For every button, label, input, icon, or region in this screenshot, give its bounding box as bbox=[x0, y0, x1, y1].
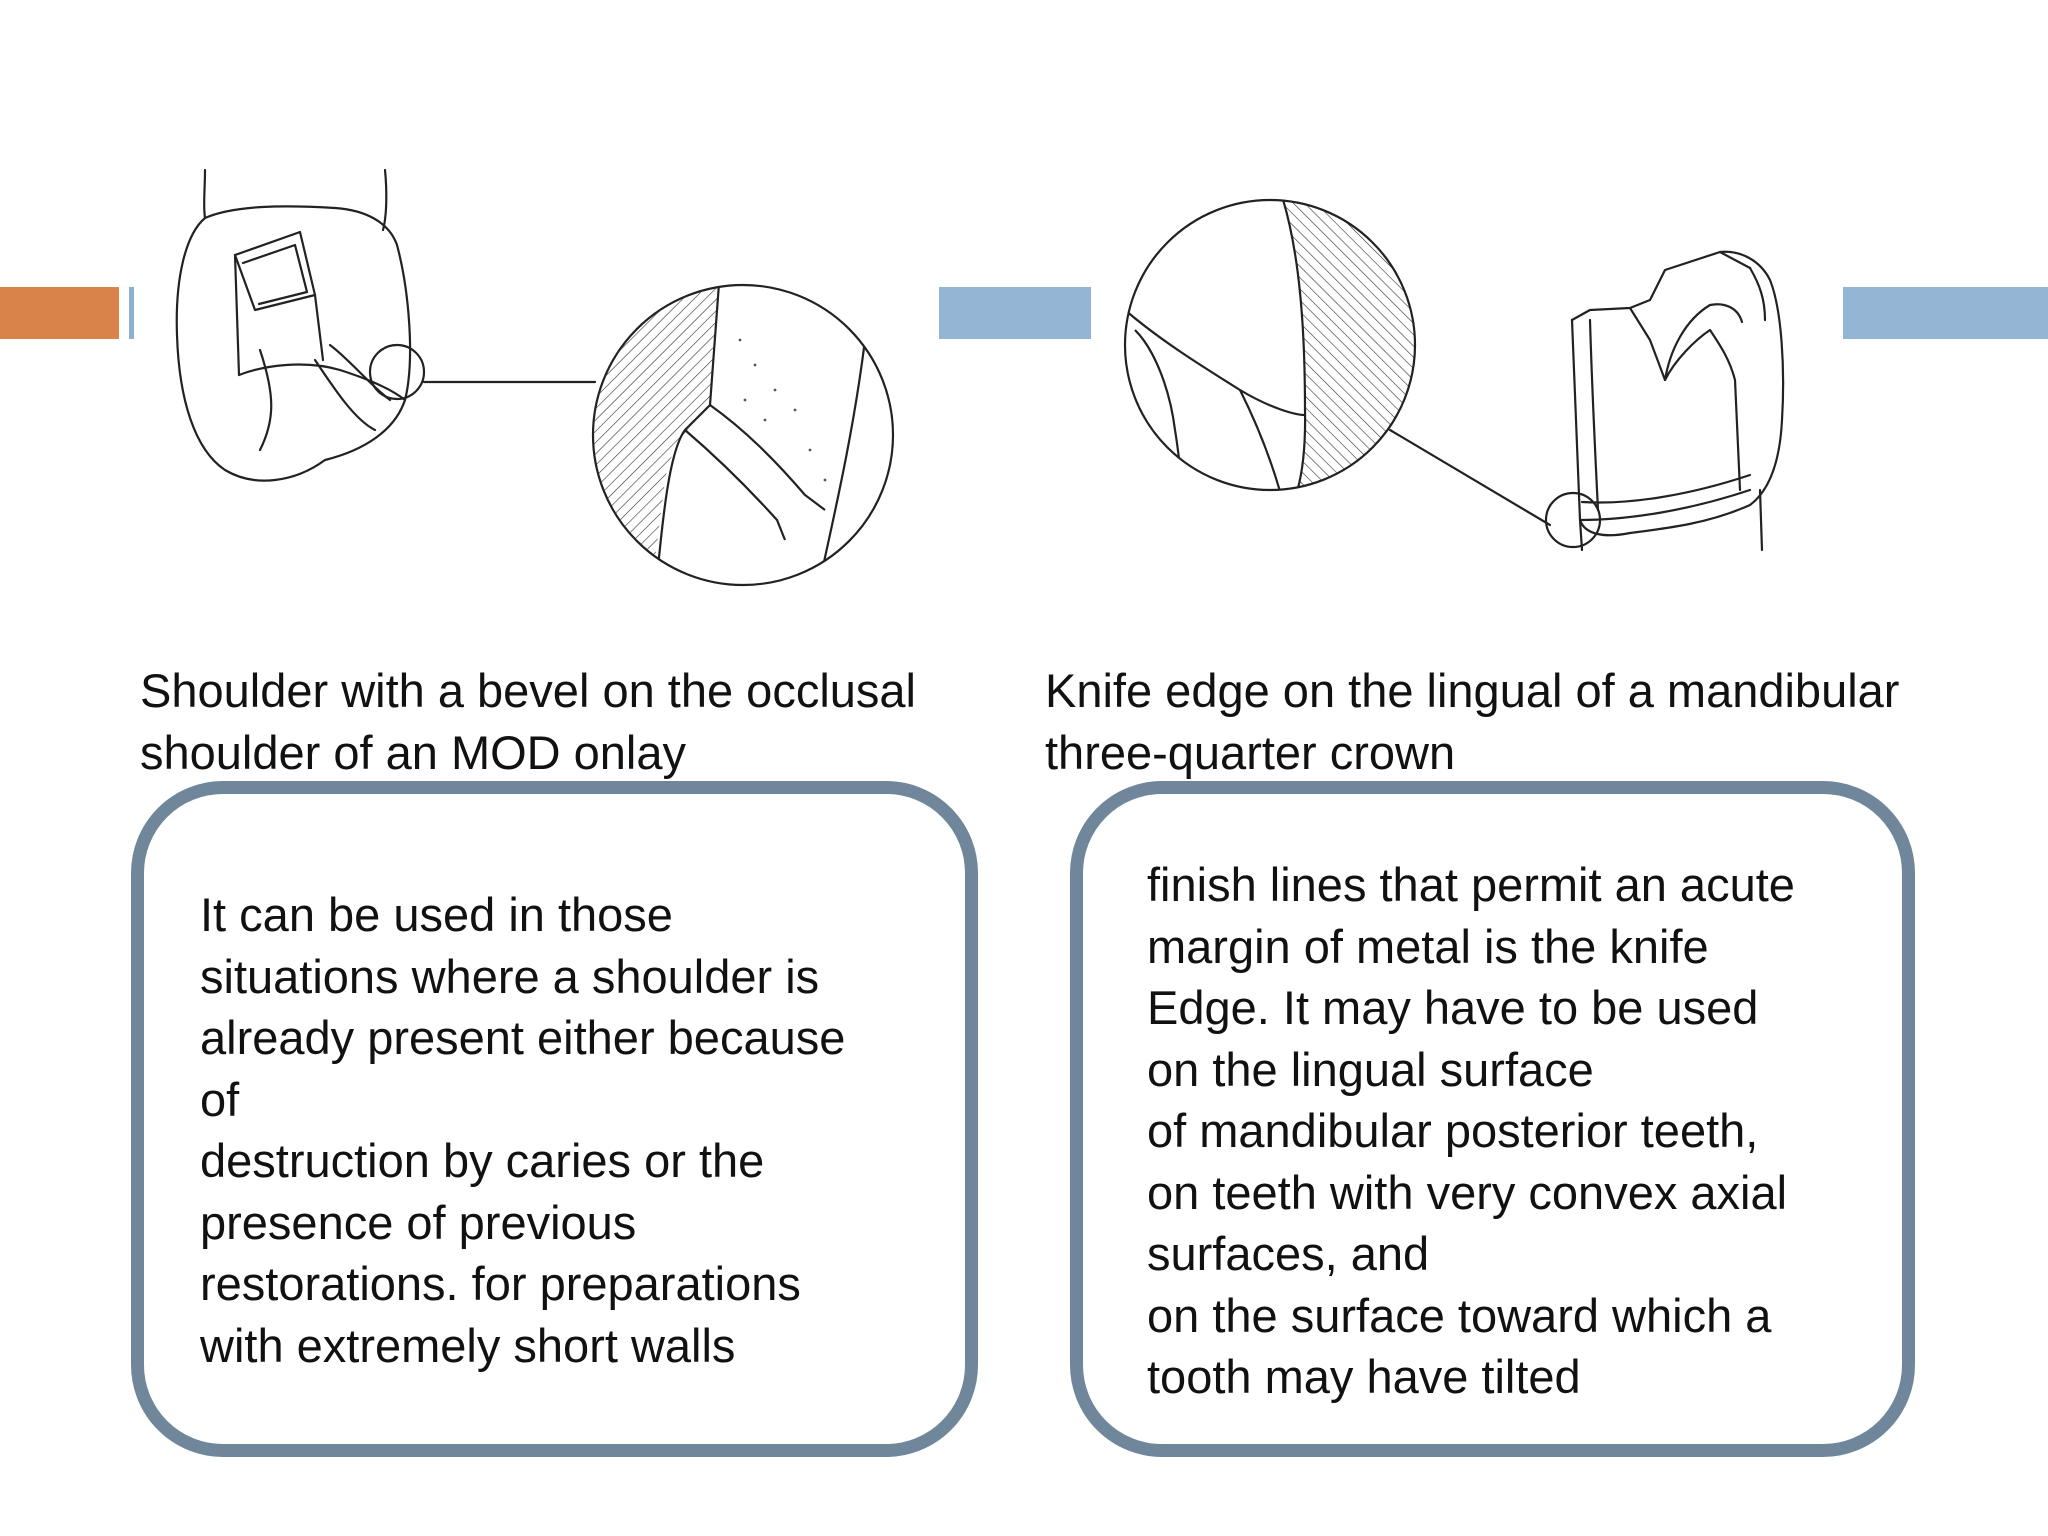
onlay-shoulder-bevel-illustration bbox=[165, 160, 910, 620]
left-description-box: It can be used in those situations where… bbox=[131, 781, 978, 1457]
knife-edge-crown-illustration bbox=[1110, 190, 1800, 570]
accent-bar-blue-middle bbox=[939, 287, 1091, 339]
left-caption: Shoulder with a bevel on the occlusal sh… bbox=[140, 664, 916, 779]
right-description-box: finish lines that permit an acute margin… bbox=[1070, 781, 1915, 1457]
accent-bar-orange bbox=[0, 287, 119, 339]
right-caption: Knife edge on the lingual of a mandibula… bbox=[1045, 664, 1900, 779]
right-description-text: finish lines that permit an acute margin… bbox=[1147, 858, 1795, 1403]
accent-bar-blue-right bbox=[1843, 287, 2048, 339]
accent-bar-thin bbox=[129, 287, 134, 339]
left-description-text: It can be used in those situations where… bbox=[200, 888, 846, 1372]
